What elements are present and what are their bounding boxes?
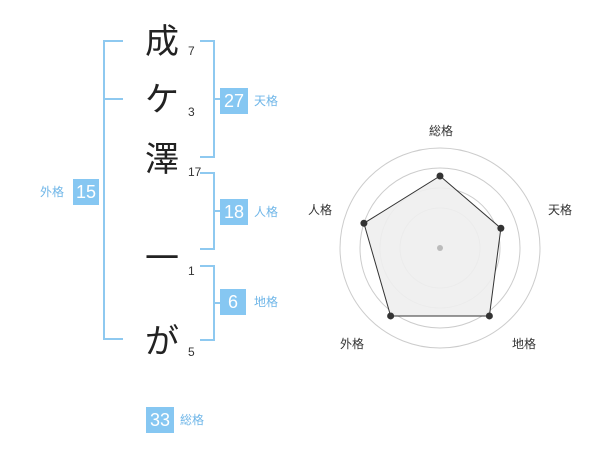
chikaku-badge: 6 (220, 289, 246, 315)
radar-point-5 (360, 219, 368, 227)
radar-label-soukaku: 総格 (429, 124, 454, 138)
radar-label-jinkaku: 人格 (308, 203, 333, 217)
name-char-3: 澤 (145, 140, 179, 180)
soukaku-badge: 33 (146, 407, 174, 433)
tenkaku-bracket-tick (214, 98, 220, 100)
radar-label-chikaku: 地格 (512, 337, 537, 351)
radar-point-2 (497, 224, 505, 232)
chikaku-bracket-tick (214, 302, 220, 304)
tenkaku-label: 天格 (254, 94, 279, 108)
tenkaku-badge: 27 (220, 88, 248, 114)
radar-polygon (363, 175, 502, 317)
name-char-2: ケ (145, 80, 179, 120)
radar-label-gaikaku: 外格 (340, 337, 365, 351)
jinkaku-label: 人格 (254, 205, 279, 219)
name-char-5: が (145, 322, 179, 362)
stroke-count-4: 1 (188, 264, 195, 278)
chikaku-label: 地格 (254, 295, 279, 309)
radar-ring-2 (359, 167, 521, 329)
radar-label-tenkaku: 天格 (548, 203, 573, 217)
soukaku-label: 総格 (180, 413, 205, 427)
name-char-1: 成 (145, 22, 179, 62)
stroke-count-5: 5 (188, 345, 195, 359)
radar-center-dot (437, 245, 443, 251)
radar-point-1 (436, 172, 444, 180)
jinkaku-badge: 18 (220, 199, 248, 225)
gaikaku-bracket (103, 40, 123, 340)
radar-points (360, 172, 505, 320)
radar-ring-1 (339, 147, 541, 349)
name-char-4: 一 (145, 239, 179, 279)
stroke-count-2: 3 (188, 105, 195, 119)
stroke-count-3: 17 (188, 165, 202, 179)
gaikaku-badge: 15 (73, 179, 99, 205)
radar-point-4 (387, 312, 395, 320)
gaikaku-bracket-tick (103, 98, 123, 100)
radar-point-3 (485, 312, 493, 320)
gaikaku-label: 外格 (40, 185, 65, 199)
jinkaku-bracket-tick (214, 210, 220, 212)
stroke-count-1: 7 (188, 44, 195, 58)
